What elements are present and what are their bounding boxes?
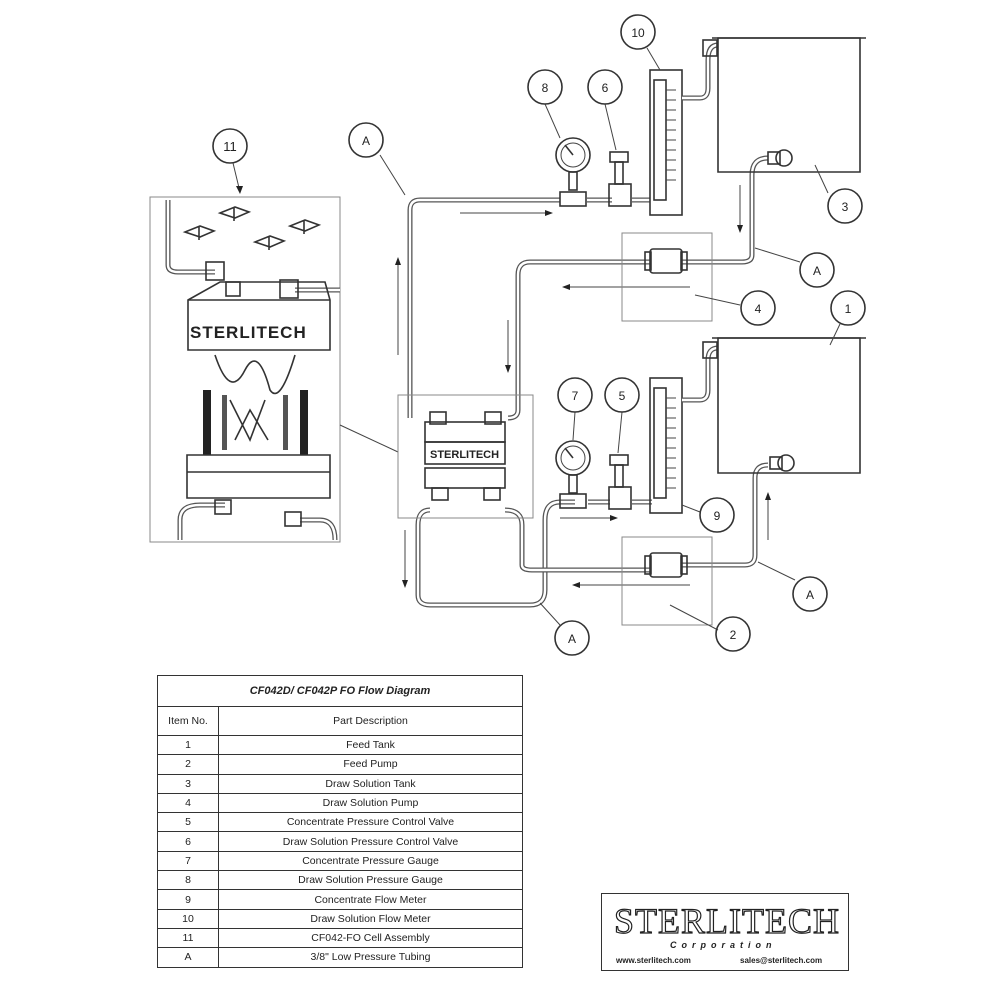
part-description-cell: Concentrate Flow Meter xyxy=(218,889,523,910)
part-description-cell: Draw Solution Pump xyxy=(218,792,523,814)
item-number-cell: 3 xyxy=(157,773,219,794)
cell-label: STERLITECH xyxy=(430,449,499,461)
logo-subtitle: Corporation xyxy=(670,940,777,950)
fo-flow-diagram: STERLITECH 11 xyxy=(149,14,866,656)
callout-a-3: A xyxy=(806,588,814,602)
cell-assembly-detail: STERLITECH 11 xyxy=(149,128,399,543)
callout-a-1: A xyxy=(362,134,370,148)
part-description-cell: Draw Solution Pressure Gauge xyxy=(218,870,523,891)
feed-pump xyxy=(621,536,713,626)
draw-solution-pressure-control-valve xyxy=(608,151,632,207)
draw-solution-tank xyxy=(712,37,866,173)
draw-solution-pressure-gauge xyxy=(555,137,591,207)
item-number-cell: 5 xyxy=(157,812,219,833)
sterlitech-logo-block: STERLITECH Corporation www.sterlitech.co… xyxy=(601,893,849,971)
item-number-cell: 6 xyxy=(157,831,219,852)
part-description-cell: CF042-FO Cell Assembly xyxy=(218,927,523,949)
item-number-cell: 4 xyxy=(157,792,219,814)
callout-5: 5 xyxy=(619,389,626,403)
part-description-cell: Concentrate Pressure Control Valve xyxy=(218,812,523,833)
callout-6: 6 xyxy=(602,81,609,95)
logo-email: sales@sterlitech.com xyxy=(740,956,823,965)
detail-cell-label: STERLITECH xyxy=(190,323,307,342)
part-description-cell: Draw Solution Pressure Control Valve xyxy=(218,831,523,852)
callout-2: 2 xyxy=(730,628,737,642)
item-number-cell: 10 xyxy=(157,908,219,929)
callouts: 10 8 6 A 3 A 4 1 7 5 xyxy=(348,14,866,656)
callout-4: 4 xyxy=(755,302,762,316)
draw-solution-pump xyxy=(621,232,713,322)
item-number-cell: A xyxy=(157,947,219,968)
item-number-cell: 8 xyxy=(157,870,219,891)
callout-7: 7 xyxy=(572,389,579,403)
callout-11: 11 xyxy=(223,139,237,154)
callout-a-4: A xyxy=(568,632,576,646)
item-number-cell: 2 xyxy=(157,754,219,775)
cell-knob-icon xyxy=(182,206,322,250)
item-number-cell: 7 xyxy=(157,850,219,872)
logo-name: STERLITECH xyxy=(613,900,840,941)
callout-10: 10 xyxy=(631,26,645,40)
callout-3: 3 xyxy=(842,200,849,214)
part-description-cell: 3/8" Low Pressure Tubing xyxy=(218,947,523,968)
callout-1: 1 xyxy=(845,302,852,316)
part-description-cell: Draw Solution Flow Meter xyxy=(218,908,523,929)
callout-a-2: A xyxy=(813,264,821,278)
fo-cell: STERLITECH xyxy=(397,394,534,519)
logo-website: www.sterlitech.com xyxy=(616,956,691,965)
part-description-cell: Draw Solution Tank xyxy=(218,773,523,794)
piping xyxy=(407,39,769,608)
callout-8: 8 xyxy=(542,81,549,95)
item-number-cell: 9 xyxy=(157,889,219,910)
item-number-cell: 1 xyxy=(157,734,219,756)
callout-9: 9 xyxy=(714,509,721,523)
flow-arrows xyxy=(395,185,771,604)
parts-table: CF042D/ CF042P FO Flow Diagram Item No. … xyxy=(157,675,523,968)
part-description-cell: Feed Pump xyxy=(218,754,523,775)
part-description-cell: Concentrate Pressure Gauge xyxy=(218,850,523,872)
concentrate-pressure-control-valve xyxy=(608,454,632,510)
part-description-cell: Feed Tank xyxy=(218,734,523,756)
feed-tank xyxy=(712,337,866,474)
table-title: CF042D/ CF042P FO Flow Diagram xyxy=(157,675,523,707)
header-part-description: Part Description xyxy=(218,706,523,736)
header-item-no: Item No. xyxy=(157,706,219,736)
concentrate-pressure-gauge xyxy=(555,440,591,509)
item-number-cell: 11 xyxy=(157,927,219,949)
